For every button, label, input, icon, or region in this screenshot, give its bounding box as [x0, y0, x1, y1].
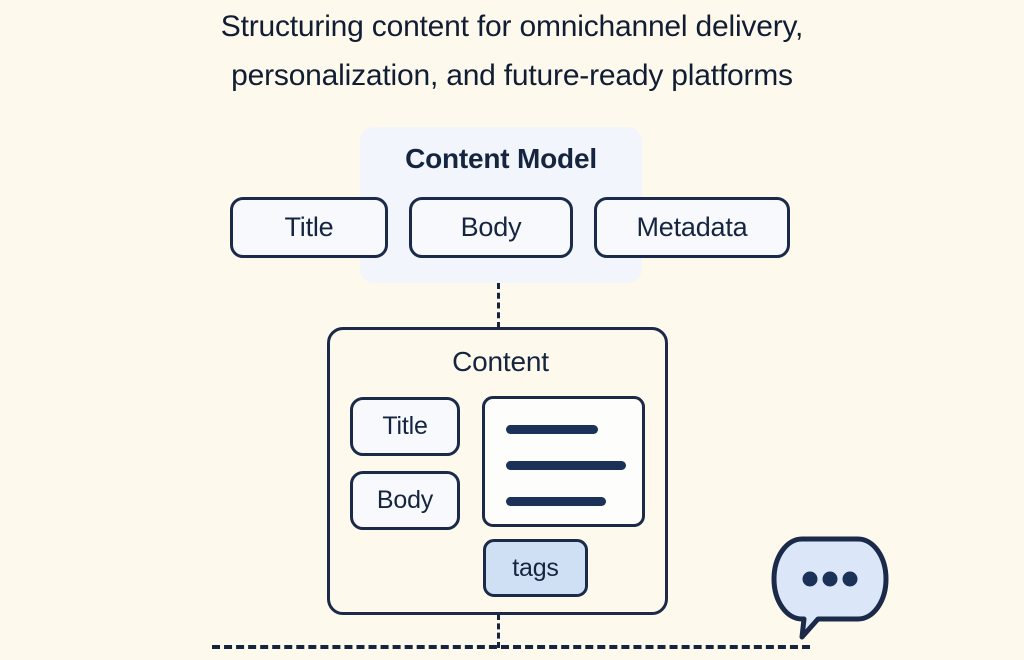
- content-model-field-body-label: Body: [460, 212, 522, 242]
- preview-line-1: [506, 425, 598, 434]
- content-title: Content: [452, 346, 549, 377]
- content-field-body[interactable]: Body: [350, 471, 460, 530]
- content-model-field-metadata[interactable]: Metadata: [594, 197, 790, 258]
- content-field-title-label: Title: [382, 412, 428, 440]
- content-model-field-title-label: Title: [284, 212, 334, 242]
- content-model-field-title[interactable]: Title: [230, 197, 388, 258]
- connector-content-to-channels: [497, 614, 500, 648]
- content-field-body-label: Body: [376, 486, 434, 514]
- page-title-line-1: Structuring content for omnichannel deli…: [220, 10, 804, 43]
- content-tags-chip[interactable]: tags: [483, 539, 588, 597]
- content-model-field-body[interactable]: Body: [409, 197, 573, 258]
- preview-line-2: [506, 461, 626, 470]
- content-model-title: Content Model: [405, 143, 597, 174]
- content-model-field-metadata-label: Metadata: [636, 212, 748, 242]
- speech-bubble-ellipsis-icon: [770, 534, 890, 640]
- page-title: Structuring content for omnichannel deli…: [0, 0, 1024, 100]
- page-title-line-2: personalization, and future-ready platfo…: [231, 59, 793, 92]
- preview-line-3: [506, 497, 606, 506]
- content-box: Content: [327, 327, 668, 615]
- channels-rail: [212, 645, 810, 649]
- content-field-title[interactable]: Title: [350, 397, 460, 456]
- content-body-preview: [482, 396, 645, 527]
- content-tags-chip-label: tags: [512, 553, 559, 582]
- connector-model-to-content: [497, 283, 500, 328]
